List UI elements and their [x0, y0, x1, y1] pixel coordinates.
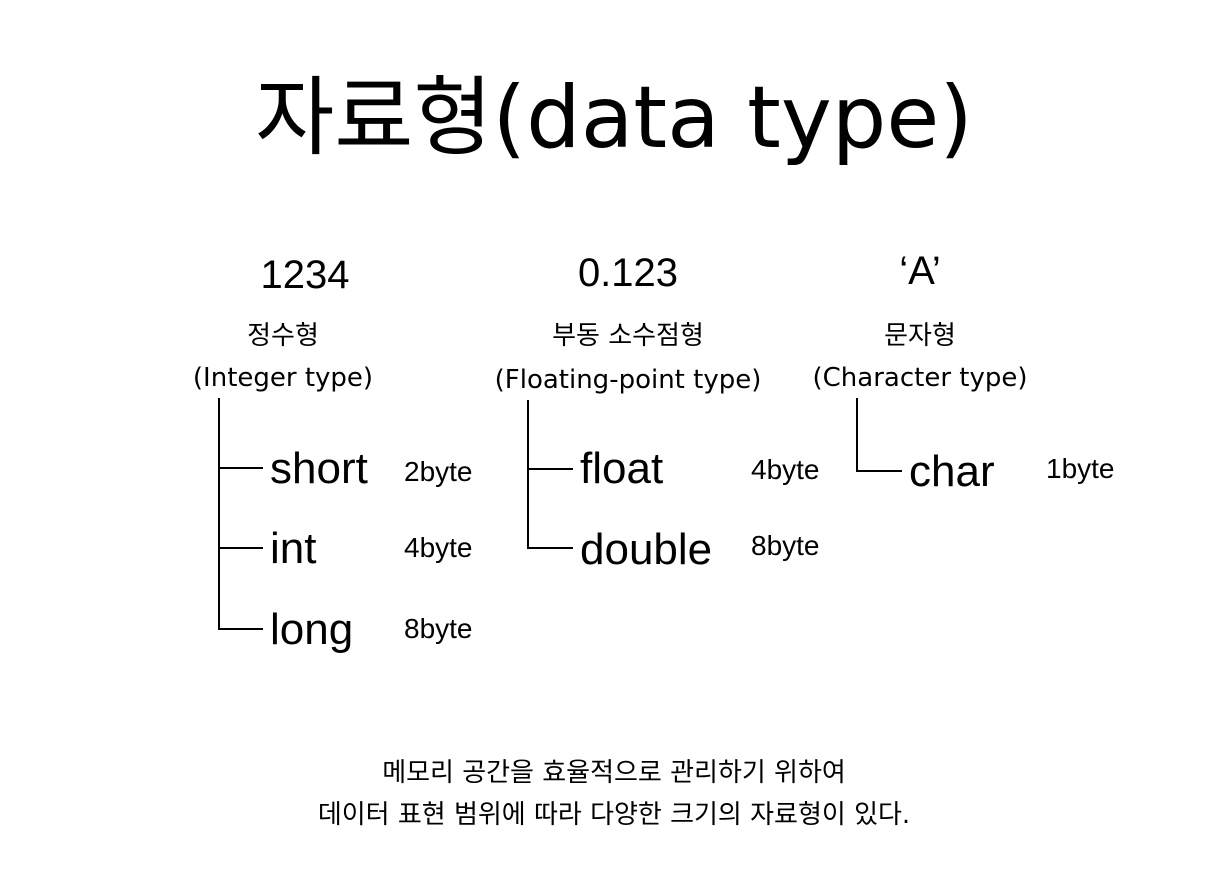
integer-branch-long — [218, 628, 263, 630]
char-branch-char — [856, 470, 902, 472]
integer-branch-short — [218, 467, 263, 469]
char-example: ‘A’ — [899, 249, 941, 293]
size-float: 4byte — [751, 454, 820, 485]
integer-tree-trunk — [218, 398, 220, 630]
integer-example: 1234 — [260, 253, 350, 297]
integer-branch-int — [218, 547, 263, 549]
char-category-name: 문자형 — [884, 321, 956, 351]
size-short: 2byte — [404, 456, 473, 487]
size-int: 4byte — [404, 532, 473, 563]
footer-line-2: 데이터 표현 범위에 따라 다양한 크기의 자료형이 있다. — [317, 800, 911, 830]
float-example: 0.123 — [577, 251, 679, 295]
float-category-name: 부동 소수점형 — [552, 321, 704, 351]
char-tree-trunk — [856, 398, 858, 472]
type-int: int — [270, 524, 317, 573]
float-category-english: (Floating-point type) — [494, 365, 762, 395]
type-float: float — [580, 444, 664, 493]
char-category-english: (Character type) — [812, 363, 1028, 393]
type-short: short — [270, 444, 368, 493]
integer-category-name: 정수형 — [247, 321, 319, 351]
type-char: char — [909, 447, 995, 496]
page-title: 자료형(data type) — [255, 68, 973, 168]
footer-line-1: 메모리 공간을 효율적으로 관리하기 위하여 — [382, 758, 846, 788]
size-double: 8byte — [751, 530, 820, 561]
size-long: 8byte — [404, 613, 473, 644]
type-long: long — [270, 605, 354, 654]
size-char: 1byte — [1046, 453, 1115, 484]
float-tree-trunk — [527, 400, 529, 549]
type-double: double — [580, 525, 713, 574]
float-branch-double — [527, 547, 573, 549]
float-branch-float — [527, 468, 573, 470]
integer-category-english: (Integer type) — [192, 363, 374, 393]
